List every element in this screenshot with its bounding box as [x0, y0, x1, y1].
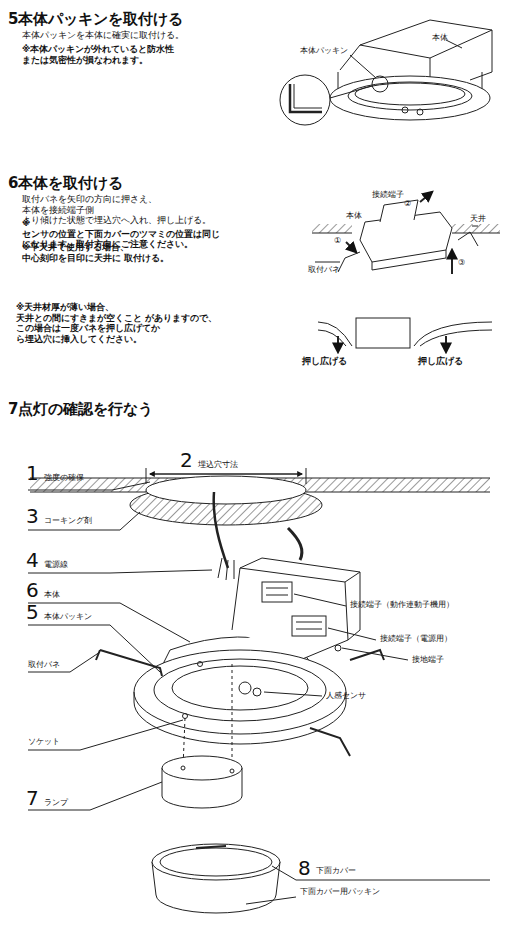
action-label: 押し広げる	[302, 356, 347, 367]
part-name: 取付バネ	[28, 660, 60, 670]
part-name: 本体パッキン	[300, 46, 348, 56]
part-name: 本体	[346, 211, 362, 221]
instruction-text: 本体パッキンを本体に確実に取付ける。	[22, 30, 184, 41]
callout-number: 2	[180, 448, 193, 473]
action-label: 押し広げる	[418, 356, 463, 367]
note-text: ※本体パッキンが外れていると防水性 または気密性が損なわれます。	[22, 44, 175, 65]
step-number: ②	[404, 199, 411, 209]
part-name: 天井	[470, 214, 486, 224]
part-name: 下面カバー用パッキン	[300, 887, 380, 897]
callout-number: 4	[26, 548, 39, 573]
part-name: コーキング剤	[44, 516, 92, 526]
part-name: ランプ	[44, 798, 68, 808]
part-name: 本体	[44, 590, 60, 600]
part-name: 本体	[432, 33, 448, 43]
install-figure	[312, 192, 500, 352]
part-name: 取付バネ	[308, 265, 340, 275]
section-heading: 5本体パッキンを取付ける	[8, 10, 183, 29]
part-name: 強度の確保	[44, 473, 84, 483]
note-text: ※平天井で使用する場合、中心刻印を目印に天井に 取付ける。	[22, 242, 226, 263]
callout-number: 5	[26, 600, 39, 625]
callout-number: 6	[26, 578, 39, 603]
part-name: 接続端子（電源用）	[380, 634, 452, 644]
step-number: ③	[458, 258, 465, 268]
callout-number: 7	[26, 786, 39, 811]
callout-number: 3	[26, 504, 39, 529]
callout-number: 8	[298, 856, 311, 881]
part-name: 本体パッキン	[44, 612, 92, 622]
part-name: 接地端子	[412, 655, 444, 665]
packing-figure	[280, 20, 492, 125]
part-name: 人感センサ	[326, 691, 366, 701]
step-number: ①	[334, 236, 341, 246]
callout-number: 1	[26, 461, 39, 486]
part-name: 下面カバー	[316, 866, 356, 876]
dimension-label: 埋込穴寸法	[198, 460, 238, 470]
section-heading: 7点灯の確認を行なう	[8, 400, 153, 419]
part-name: 接続端子	[372, 190, 404, 200]
instruction-text: 取付バネを矢印の方向に押さえ、本体を接続端子側 より傾けた状態で埋込穴へ入れ、押…	[22, 194, 226, 226]
section-heading: 6本体を取付ける	[8, 174, 123, 193]
note-text: ※天井材厚が薄い場合、天井との間にすきまが空くこと がありますので、この場合は一…	[16, 302, 237, 345]
part-name: 電源線	[44, 560, 68, 570]
part-name: ソケット	[28, 737, 60, 747]
part-name: 接続端子（動作連動子機用）	[350, 600, 454, 610]
exploded-view	[28, 468, 490, 913]
